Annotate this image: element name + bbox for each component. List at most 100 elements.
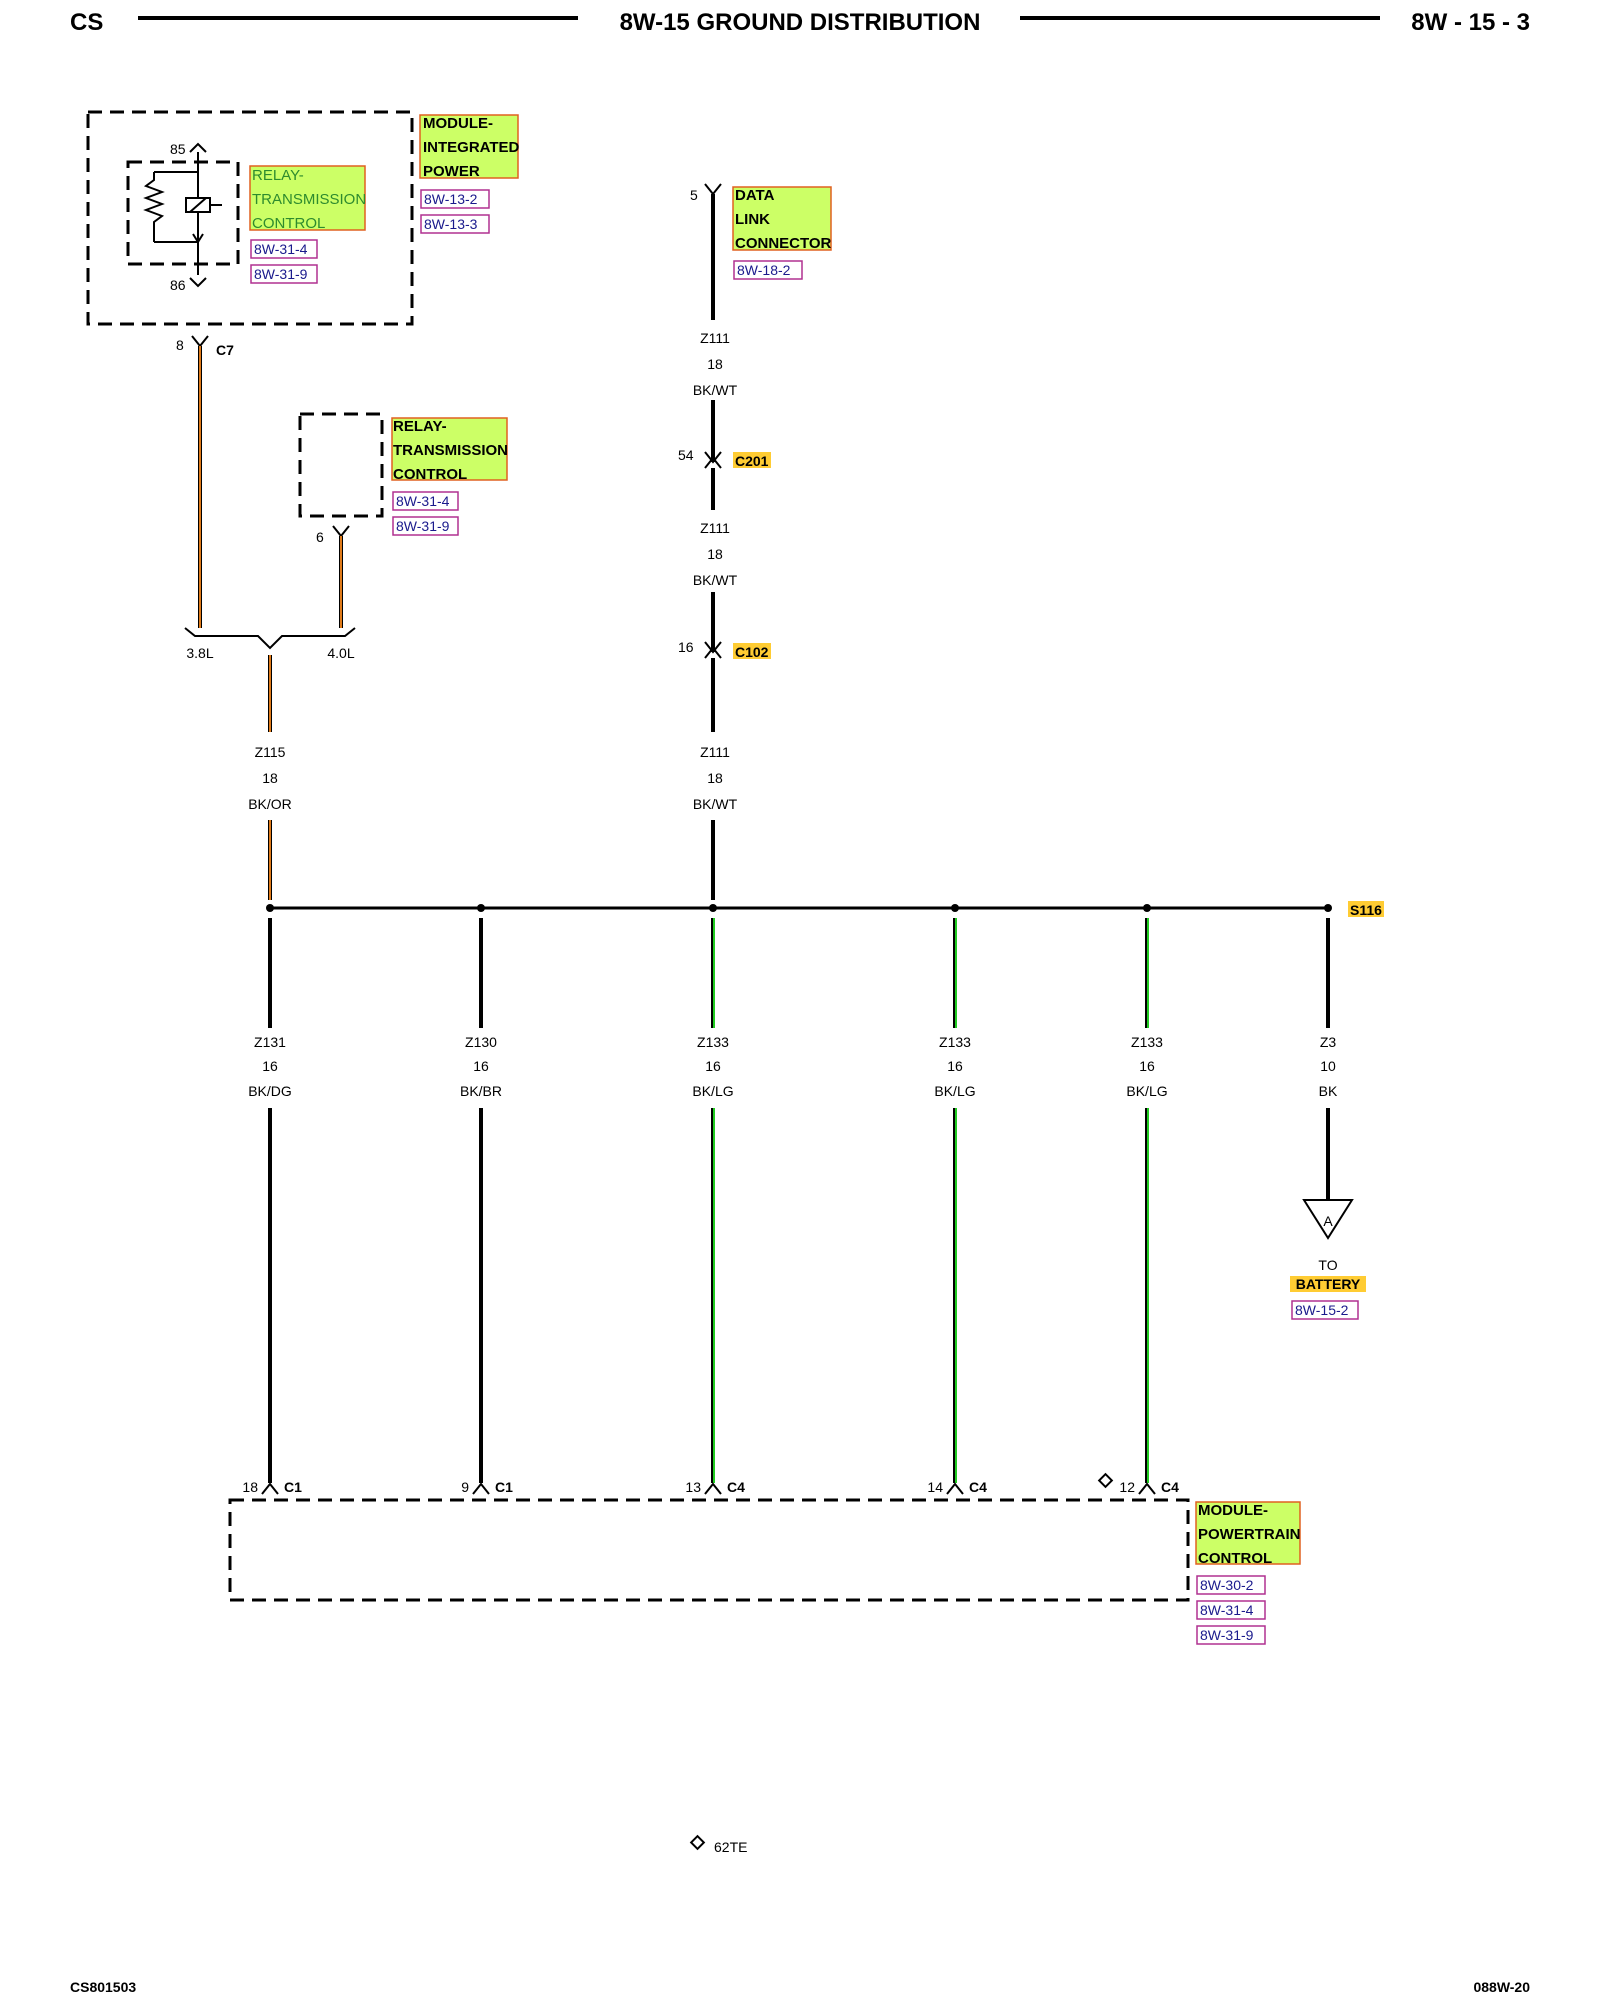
z111b-color: BK/WT bbox=[693, 572, 738, 588]
relay-outer-name-1: RELAY- bbox=[393, 418, 447, 435]
pin-86-label: 86 bbox=[170, 277, 186, 293]
relay-inner-name-1: RELAY- bbox=[252, 167, 304, 184]
ipm-name-2: INTEGRATED bbox=[423, 139, 520, 156]
pcm-ref-box-3 bbox=[1196, 1625, 1266, 1645]
relay-inner-outline bbox=[126, 160, 240, 266]
dlc-ref-box bbox=[733, 260, 803, 280]
relay-outer-ref-1[interactable]: 8W-31-4 bbox=[396, 493, 450, 509]
z115-color: BK/OR bbox=[248, 796, 292, 812]
splice-bus: S116 bbox=[270, 901, 1384, 918]
branch-gauge: 16 bbox=[1139, 1058, 1155, 1074]
z111c-circuit: Z111 bbox=[700, 744, 730, 760]
relay-transmission-control-outer: RELAY- TRANSMISSION CONTROL 8W-31-4 8W-3… bbox=[298, 412, 508, 545]
battery-to: TO bbox=[1318, 1257, 1337, 1273]
c7-connector: 8 C7 bbox=[176, 335, 234, 358]
relay-inner-ref-box-1 bbox=[250, 239, 318, 259]
pcm-name-3: CONTROL bbox=[1198, 1550, 1272, 1567]
relay-inner-ref-1[interactable]: 8W-31-4 bbox=[254, 241, 308, 257]
ipm-highlight bbox=[419, 114, 519, 179]
c102-highlight bbox=[733, 643, 771, 659]
c102-pin: 16 bbox=[678, 639, 694, 655]
ipm-ref-1[interactable]: 8W-13-2 bbox=[424, 191, 478, 207]
branch-circuit: Z131 bbox=[254, 1034, 286, 1050]
pcm-name-1: MODULE- bbox=[1198, 1502, 1268, 1519]
z111-label-a: Z111 18 BK/WT bbox=[693, 330, 738, 398]
branch-color: BK/LG bbox=[934, 1083, 975, 1099]
c7-chevron bbox=[191, 335, 209, 348]
note-text: 62TE bbox=[714, 1839, 747, 1855]
header-left: CS bbox=[70, 9, 103, 36]
pcm-outline bbox=[228, 1498, 1190, 1602]
z111a-gauge: 18 bbox=[707, 356, 723, 372]
c201-pin: 54 bbox=[678, 447, 694, 463]
relay-inner-highlight bbox=[249, 165, 366, 231]
dlc-name-3: CONNECTOR bbox=[735, 235, 832, 252]
dlc-name-1: DATA bbox=[735, 187, 775, 204]
branch-circuit: Z133 bbox=[1131, 1034, 1163, 1050]
pcm-name-2: POWERTRAIN bbox=[1198, 1526, 1301, 1543]
z115-wire-label: Z115 18 BK/OR bbox=[248, 744, 292, 812]
relay-outer-ref-box-2 bbox=[392, 516, 459, 536]
ipm-name-3: POWER bbox=[423, 163, 480, 180]
pcm-ref-1[interactable]: 8W-30-2 bbox=[1200, 1577, 1254, 1593]
z111b-circuit: Z111 bbox=[700, 520, 730, 536]
branch-color: BK/LG bbox=[692, 1083, 733, 1099]
z111c-gauge: 18 bbox=[707, 770, 723, 786]
dlc-pin: 5 bbox=[690, 187, 698, 203]
splice-dot bbox=[709, 904, 717, 912]
splice-dot bbox=[1143, 904, 1151, 912]
battery-ref-box bbox=[1291, 1300, 1359, 1320]
battery-highlight bbox=[1290, 1276, 1366, 1292]
diamond-icon bbox=[689, 1834, 706, 1851]
ipm-outline bbox=[86, 110, 414, 326]
dlc-ref[interactable]: 8W-18-2 bbox=[737, 262, 791, 278]
z115-gauge: 18 bbox=[262, 770, 278, 786]
branch-color: BK/DG bbox=[248, 1083, 292, 1099]
splice-dot bbox=[266, 904, 274, 912]
branch-color: BK bbox=[1319, 1083, 1338, 1099]
ipm-name-1: MODULE- bbox=[423, 115, 493, 132]
relay-coil-icon bbox=[143, 152, 222, 275]
pin-85-label: 85 bbox=[170, 141, 186, 157]
pcm-ref-box-2 bbox=[1196, 1600, 1266, 1620]
ipm-ref-box-1 bbox=[420, 189, 490, 209]
s116-label: S116 bbox=[1350, 902, 1382, 918]
branch-circuit: Z133 bbox=[697, 1034, 729, 1050]
branch-color: BK/LG bbox=[1126, 1083, 1167, 1099]
branch-color: BK/BR bbox=[460, 1083, 502, 1099]
c201-highlight bbox=[733, 452, 771, 468]
relay-outer-outline bbox=[298, 412, 384, 518]
engine-split-brace: 3.8L 4.0L bbox=[184, 627, 356, 661]
branch-circuit: Z130 bbox=[465, 1034, 497, 1050]
branch-gauge: 16 bbox=[947, 1058, 963, 1074]
module-integrated-power: MODULE- INTEGRATED POWER 8W-13-2 8W-13-3 bbox=[86, 110, 520, 326]
relay-inner-name-3: CONTROL bbox=[252, 215, 325, 232]
relay-transmission-control-inner: 85 86 RELAY- TRANSMISSION CONTROL 8W-31-… bbox=[126, 141, 366, 293]
ground-tag: A bbox=[1323, 1213, 1333, 1229]
pcm-ref-3[interactable]: 8W-31-9 bbox=[1200, 1627, 1254, 1643]
pcm-ref-2[interactable]: 8W-31-4 bbox=[1200, 1602, 1254, 1618]
branch-pin: 14 bbox=[927, 1479, 943, 1495]
connector-chevron bbox=[472, 1482, 490, 1495]
ipm-ref-box-2 bbox=[420, 214, 490, 234]
relay-inner-ref-2[interactable]: 8W-31-9 bbox=[254, 266, 308, 282]
branch-gauge: 16 bbox=[473, 1058, 489, 1074]
branch-connector: C4 bbox=[1161, 1479, 1179, 1495]
ipm-ref-2[interactable]: 8W-13-3 bbox=[424, 216, 478, 232]
branch-gauge: 16 bbox=[705, 1058, 721, 1074]
z111-label-b: Z111 18 BK/WT bbox=[693, 520, 738, 588]
split-right-label: 4.0L bbox=[327, 645, 354, 661]
pcm-ref-box-1 bbox=[1196, 1575, 1266, 1595]
diamond-icon bbox=[1097, 1472, 1114, 1489]
z111a-circuit: Z111 bbox=[700, 330, 730, 346]
relay-outer-chevron bbox=[332, 525, 350, 538]
relay-outer-name-3: CONTROL bbox=[393, 466, 467, 483]
dlc-chevron bbox=[704, 183, 722, 196]
page-header: CS 8W-15 GROUND DISTRIBUTION 8W - 15 - 3 bbox=[70, 9, 1530, 36]
battery-ref[interactable]: 8W-15-2 bbox=[1295, 1302, 1349, 1318]
relay-outer-ref-2[interactable]: 8W-31-9 bbox=[396, 518, 450, 534]
